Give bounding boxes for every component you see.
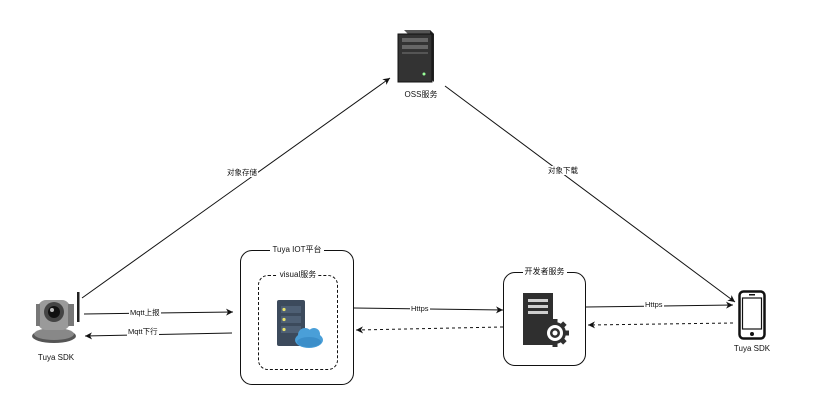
developer-service-title: 开发者服务 <box>522 267 567 276</box>
server-tower-icon <box>396 28 434 84</box>
edge-https-phone-return <box>587 321 734 329</box>
server-cloud-icon <box>275 298 325 350</box>
edge-label-mqtt-down: Mqtt下行 <box>127 327 159 336</box>
iot-platform-box: Tuya IOT平台 visual服务 <box>240 245 354 385</box>
edge-download <box>444 85 736 303</box>
edge-store <box>81 77 391 299</box>
developer-service-box: 开发者服务 <box>503 267 586 366</box>
edge-label-mqtt-up: Mqtt上报 <box>129 308 161 317</box>
ip-camera-icon <box>28 290 84 344</box>
edge-label-download: 对象下载 <box>547 166 579 175</box>
camera-label: Tuya SDK <box>37 353 75 362</box>
edge-label-store: 对象存储 <box>226 168 258 177</box>
server-gear-icon <box>521 291 571 349</box>
edge-https-dev-return <box>355 326 504 334</box>
edge-label-https-phone: Https <box>644 300 664 309</box>
iot-platform-title: Tuya IOT平台 <box>270 245 324 254</box>
visual-service-title: visual服务 <box>277 270 319 279</box>
phone-label: Tuya SDK <box>733 344 771 353</box>
oss-label: OSS服务 <box>404 90 438 99</box>
smartphone-icon <box>738 290 766 340</box>
visual-service-box: visual服务 <box>258 270 338 370</box>
edge-label-https-dev: Https <box>410 304 430 313</box>
